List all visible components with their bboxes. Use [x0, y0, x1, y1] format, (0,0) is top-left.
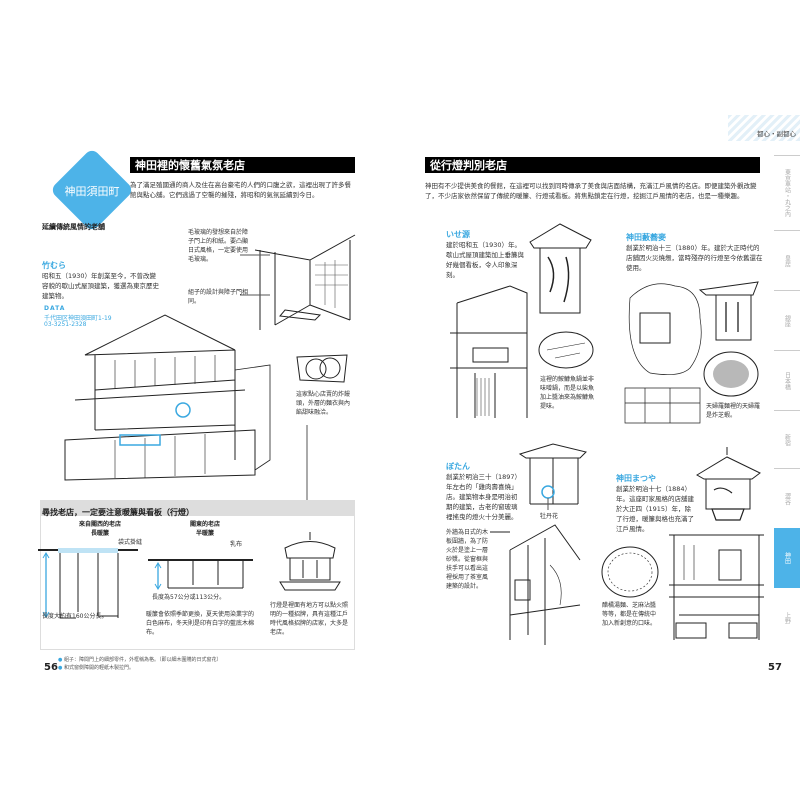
- andon-lantern-illustration: [279, 532, 341, 591]
- shop-address: 千代田区神田須田町1-19: [44, 315, 112, 322]
- shop-name-takemura: 竹むら: [42, 261, 66, 270]
- botan-lantern-illustration: [518, 443, 587, 510]
- room-illustration: [254, 234, 356, 330]
- isegen-building-illustration: [450, 285, 528, 418]
- page-number-right: 57: [768, 662, 782, 673]
- noren-section-heading: 尋找老店，一定要注意暖簾與看板（行燈）: [42, 508, 194, 517]
- sidebar-tab-kanda[interactable]: 神田: [774, 528, 800, 588]
- yabusoba-sign-illustration: [698, 281, 759, 341]
- sidebar-tab-ginza[interactable]: 銀座: [774, 290, 800, 350]
- matsuya-building-illustration: [669, 534, 764, 640]
- shop-desc-takemura: 昭和五（1930）年創業至今，不曾改變容貌的歇山式屋頂建築，獲選為東京歷史建築物…: [42, 272, 159, 300]
- sidebar-tab-ueno[interactable]: 上野: [783, 612, 791, 624]
- shop-desc-yabusoba: 創業於明治十三（1880）年。建於大正時代的店舖因火災燒燬，當時殘存的行燈至今依…: [626, 244, 763, 272]
- yabusoba-tree-illustration: [624, 283, 702, 424]
- caption-leader-lines: [240, 254, 270, 296]
- sidebar-tab-shinjuku[interactable]: 新宿: [774, 410, 800, 468]
- isegen-sign-illustration: [529, 223, 592, 314]
- noren-west-label: 袋式掛縫: [118, 539, 143, 546]
- shop-name-yabusoba: 神田藪蕎麥: [626, 233, 666, 242]
- dessert-illustration: [296, 354, 348, 383]
- goma-soba-illustration: [601, 546, 659, 598]
- matsuya-caption: 醋橘湯麵、芝麻沾醬等等，都是在傳統中加入新創意的口味。: [602, 602, 657, 627]
- shop-name-matsuya: 神田まつや: [616, 474, 656, 483]
- section-heading-left: 神田裡的懷舊氣氛老店: [130, 157, 355, 173]
- footnotes: ● 組子：障間門上的細部零件，外框稱為格。（即以細木圍賤的日式窗花） ● 和式窗…: [58, 656, 221, 672]
- noren-east-title: 關東的老店半暖簾: [170, 520, 240, 538]
- yabusoba-caption: 天婦羅麵裡的天婦羅是炸芝蝦。: [706, 403, 761, 419]
- tempura-soba-illustration: [703, 351, 759, 397]
- section-heading-right: 從行燈判別老店: [425, 157, 760, 173]
- room-caption-2: 組子的設計與障子門相同。: [188, 289, 249, 305]
- subtitle: 延續傳統風情的老舖: [42, 223, 105, 231]
- shop-name-isegen: いせ源: [446, 230, 470, 239]
- takemura-building-illustration: [64, 314, 271, 481]
- noren-west-title-text: 來自關西的老店: [78, 521, 121, 528]
- noren-west-length: 長度大約有160公分長。: [42, 613, 108, 620]
- noren-west-title: 來自關西的老店長暖簾: [60, 520, 140, 538]
- noren-east-label: 乳布: [230, 541, 243, 548]
- lantern-leader-line: [306, 425, 308, 505]
- anko-nabe-illustration: [538, 331, 594, 369]
- noren-section-box: [40, 516, 355, 650]
- chapter-header-text: 都心・副都心: [757, 130, 796, 138]
- dessert-caption: 這家點心店賣的炸饅頭，外層的麵衣與內餡甜味融洽。: [296, 391, 351, 416]
- sidebar-tab-shibuya[interactable]: 澀谷: [774, 468, 800, 528]
- footnote-1-text: 組子：障間門上的細部零件，外框稱為格。（即以細木圍賤的日式窗花）: [63, 657, 222, 663]
- botan-flower-label: 牡丹花: [540, 513, 559, 520]
- shop-name-botan: ぼたん: [446, 462, 470, 471]
- chapter-header: 都心・副都心: [728, 115, 800, 141]
- lantern-note: 行燈是裡面有地方可以點火照明的一種招牌，具有這種江戶時代風格招牌的店家，大多是老…: [270, 602, 349, 636]
- page-number-left: 56: [44, 662, 58, 673]
- matsuya-lantern-illustration: [696, 447, 761, 521]
- footnote-1: ● 組子：障間門上的細部零件，外框稱為格。（即以細木圍賤的日式窗花）: [58, 657, 222, 663]
- long-noren-illustration: [38, 548, 138, 619]
- shop-desc-isegen: 建於昭和五（1930）年。歇山式屋頂建築加上垂簾與好幾個看板，令人印象深刻。: [446, 241, 524, 279]
- sidebar-tab-nihonbashi[interactable]: 日本橋: [774, 350, 800, 410]
- footnote-2: ● 和式窗側障開的輕紙木製拉門。: [58, 665, 134, 671]
- botan-caption: 外牆為日式的木板圍牆，為了防火於是塗上一層砂漿。從窗框與扶手可以看出這裡採用了茶…: [446, 529, 489, 590]
- footnote-2-text: 和式窗側障開的輕紙木製拉門。: [63, 665, 134, 671]
- noren-east-title-text: 關東的老店: [189, 521, 220, 528]
- noren-west-sub: 長暖簾: [90, 530, 109, 537]
- intro-left: 為了滿足殖國通的商人及住在高台豪宅的人們的口腹之欲，這裡出現了許多餐館與點心舖。…: [130, 181, 351, 199]
- data-label: DATA: [44, 305, 66, 312]
- noren-section-band: 尋找老店，一定要注意暖簾與看板（行燈）: [40, 500, 355, 517]
- area-badge-text: 神田須田町: [64, 185, 120, 198]
- isegen-caption: 這裡的鮟鱇魚鍋並非味噌鍋，而是以柴魚加上醬油來為鮟鱇魚提味。: [540, 376, 595, 410]
- shop-desc-matsuya: 創業於明治十七（1884）年。這座町家風格的店舖建於大正四（1915）年，除了行…: [616, 485, 694, 533]
- intro-right: 神田有不少提供美食的餐館，在這裡可以找到同時傳承了美食與店面結構，充滿江戶風情的…: [425, 182, 757, 200]
- noren-east-length: 長度為57公分或113公分。: [152, 594, 226, 601]
- half-noren-illustration: [148, 559, 253, 590]
- noren-east-sub: 半暖簾: [195, 530, 214, 537]
- area-badge: 神田須田町: [49, 147, 135, 233]
- sidebar-tab-tokyo-station[interactable]: 東京車站・丸之內: [774, 155, 800, 230]
- room-caption-1: 毛玻璃的發想來自於障子門上的和紙。要凸顯日式風格，一定要使用毛玻璃。: [188, 229, 249, 263]
- sidebar-tab-kokyo[interactable]: 皇居: [774, 230, 800, 290]
- botan-building-illustration: [490, 524, 581, 645]
- noren-note: 暖簾會依照季節更換，夏天使用染業字的白色麻布，冬天則是印有白字的藍底木棉布。: [146, 611, 255, 636]
- shop-phone: 03-3251-2328: [44, 321, 87, 328]
- shop-desc-botan: 創業於明治三十（1897）年左右的「雞肉壽喜燒」店。建築物本身是明治初期的建築，…: [446, 473, 518, 521]
